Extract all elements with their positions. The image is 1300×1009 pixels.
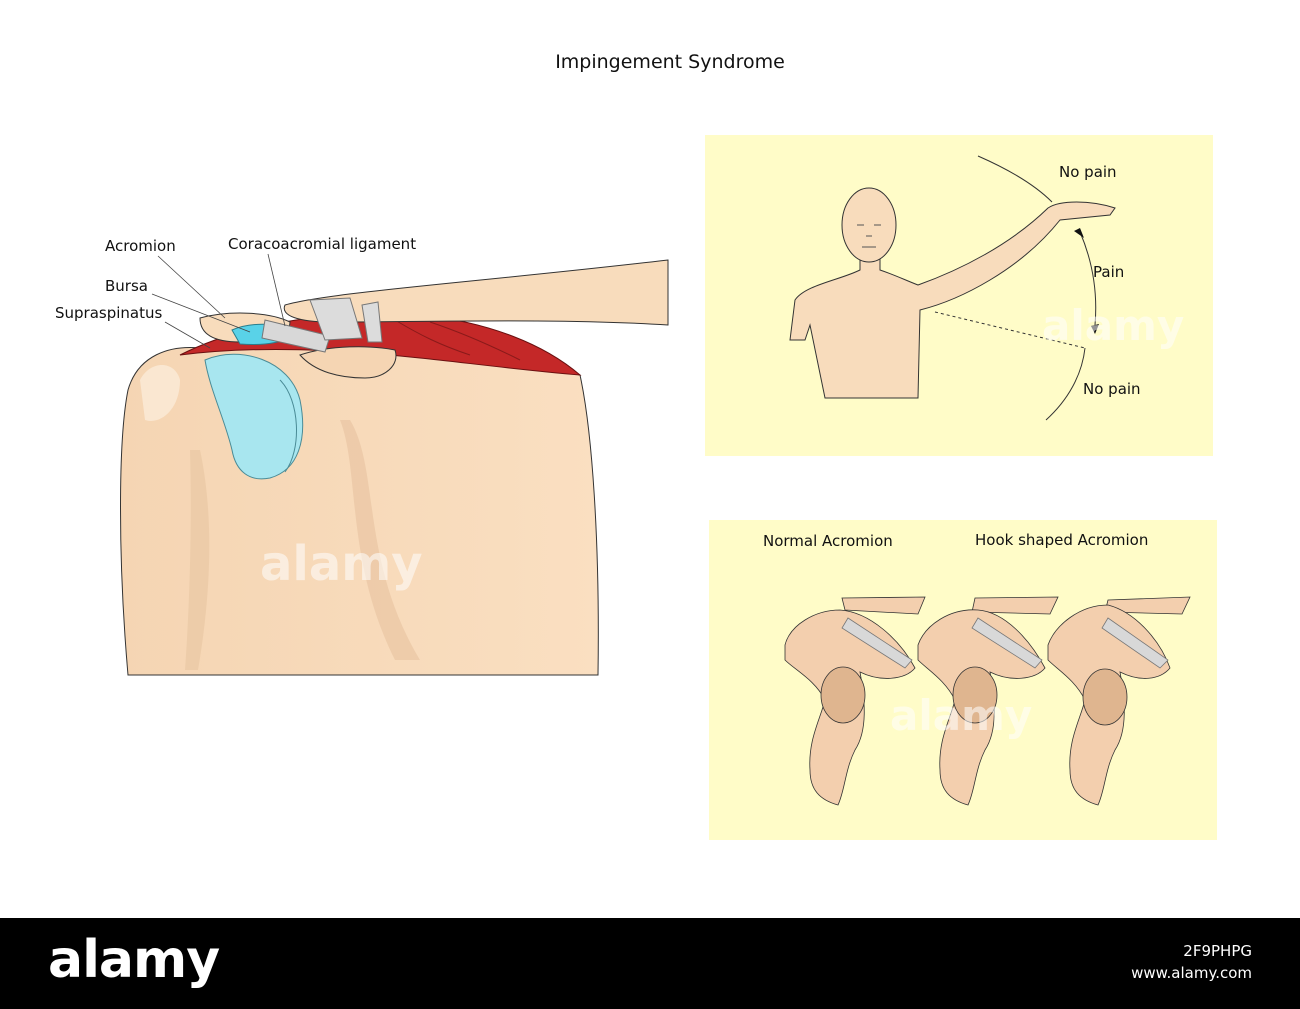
pain-arc-panel: No pain Pain No pain alamy xyxy=(705,135,1213,456)
acromion-shapes-panel: Normal Acromion Hook shaped Acromion ala… xyxy=(709,520,1217,840)
label-acromion: Acromion xyxy=(105,237,176,255)
label-hook-acromion: Hook shaped Acromion xyxy=(975,531,1148,549)
scapula-curved xyxy=(917,596,1059,806)
glenoid-cartilage xyxy=(204,353,304,480)
label-supraspinatus: Supraspinatus xyxy=(55,304,162,322)
arc-lower xyxy=(1045,347,1086,421)
shoulder-illustration: Acromion Bursa Supraspinatus Coracoacrom… xyxy=(55,235,669,676)
arc-upper xyxy=(977,155,1053,203)
watermark-1: alamy xyxy=(1042,301,1184,350)
scapula-shadow xyxy=(340,420,420,660)
label-no-pain-top: No pain xyxy=(1059,163,1117,181)
humerus-shadow xyxy=(185,450,210,670)
site-url[interactable]: www.alamy.com xyxy=(1131,964,1252,982)
label-pain: Pain xyxy=(1093,263,1124,281)
image-id-text: 2F9PHPG xyxy=(1183,942,1252,960)
footer-image-id: 2F9PHPG www.alamy.com xyxy=(1131,940,1252,984)
label-coracoacromial-ligament: Coracoacromial ligament xyxy=(228,235,416,253)
label-no-pain-bottom: No pain xyxy=(1083,380,1141,398)
scapula-normal xyxy=(784,596,926,806)
highlight xyxy=(140,365,180,421)
diagram-title: Impingement Syndrome xyxy=(555,51,785,73)
coracoid xyxy=(299,346,397,379)
coracoacromial-ligament xyxy=(261,319,331,353)
label-bursa: Bursa xyxy=(105,277,148,295)
ligament-band-1 xyxy=(309,297,363,341)
ligament-band-2 xyxy=(361,301,383,343)
figure-head xyxy=(841,187,897,263)
scapula-hook xyxy=(1047,596,1191,806)
arc-pain xyxy=(1079,231,1097,326)
watermark-3: alamy xyxy=(260,536,423,592)
footer-logo[interactable]: alamy xyxy=(48,930,220,990)
watermark-2: alamy xyxy=(890,691,1032,740)
footer-bar: alamy 2F9PHPG www.alamy.com xyxy=(0,918,1300,1009)
label-normal-acromion: Normal Acromion xyxy=(763,532,893,550)
